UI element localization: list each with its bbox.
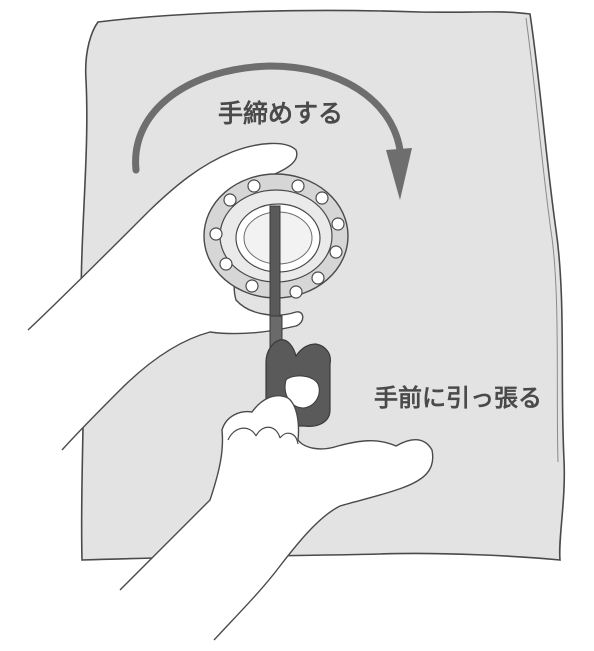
rotation-arrow-icon [132,62,412,200]
pull-label: 手前に引っ張る [374,384,542,412]
lower-hand [119,394,434,641]
lower-hand-fingers [227,426,299,445]
tighten-label: 手締めする [218,99,344,128]
film-edge-line [525,17,559,463]
